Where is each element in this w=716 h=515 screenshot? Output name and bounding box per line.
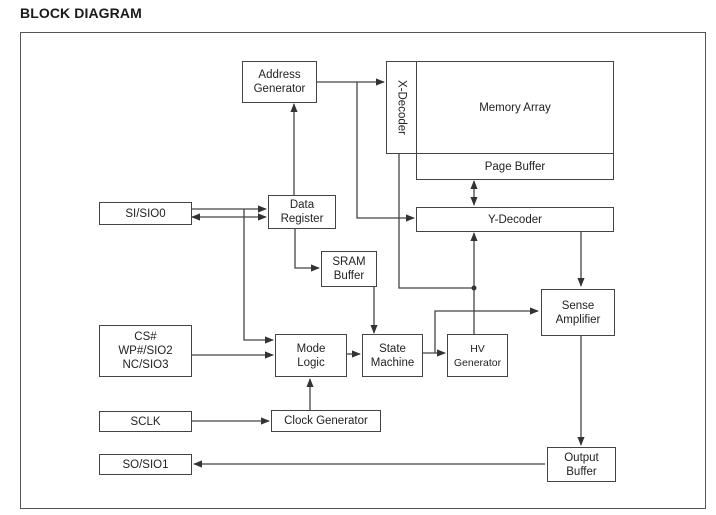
sram-buffer-block: SRAM Buffer — [321, 251, 377, 287]
cs-wp-nc-pins: CS# WP#/SIO2 NC/SIO3 — [99, 325, 192, 377]
line-state-to-sense — [434, 307, 539, 353]
clock-generator-block: Clock Generator — [271, 410, 381, 432]
line-addr-to-ydec — [356, 82, 415, 222]
memory-array-block: Memory Array — [416, 61, 614, 154]
y-decoder-block: Y-Decoder — [416, 207, 614, 232]
si-sio0-pin: SI/SIO0 — [99, 202, 192, 225]
line-xdec-to-junction — [398, 153, 474, 289]
diagram-frame — [20, 32, 706, 509]
junction-dot — [471, 285, 477, 291]
hv-generator-block: HV Generator — [447, 334, 508, 377]
sclk-pin: SCLK — [99, 411, 192, 432]
line-si-to-mode — [243, 209, 274, 344]
x-decoder-block: X-Decoder — [386, 61, 417, 154]
address-generator-block: Address Generator — [242, 61, 317, 103]
mode-logic-block: Mode Logic — [275, 334, 347, 377]
line-datareg-to-sram — [294, 229, 320, 272]
sense-amplifier-block: Sense Amplifier — [541, 289, 615, 336]
diagram-title: BLOCK DIAGRAM — [20, 5, 142, 21]
so-sio1-pin: SO/SIO1 — [99, 454, 192, 475]
page-buffer-block: Page Buffer — [416, 153, 614, 180]
output-buffer-block: Output Buffer — [547, 447, 616, 482]
data-register-block: Data Register — [268, 195, 336, 229]
state-machine-block: State Machine — [362, 334, 423, 377]
